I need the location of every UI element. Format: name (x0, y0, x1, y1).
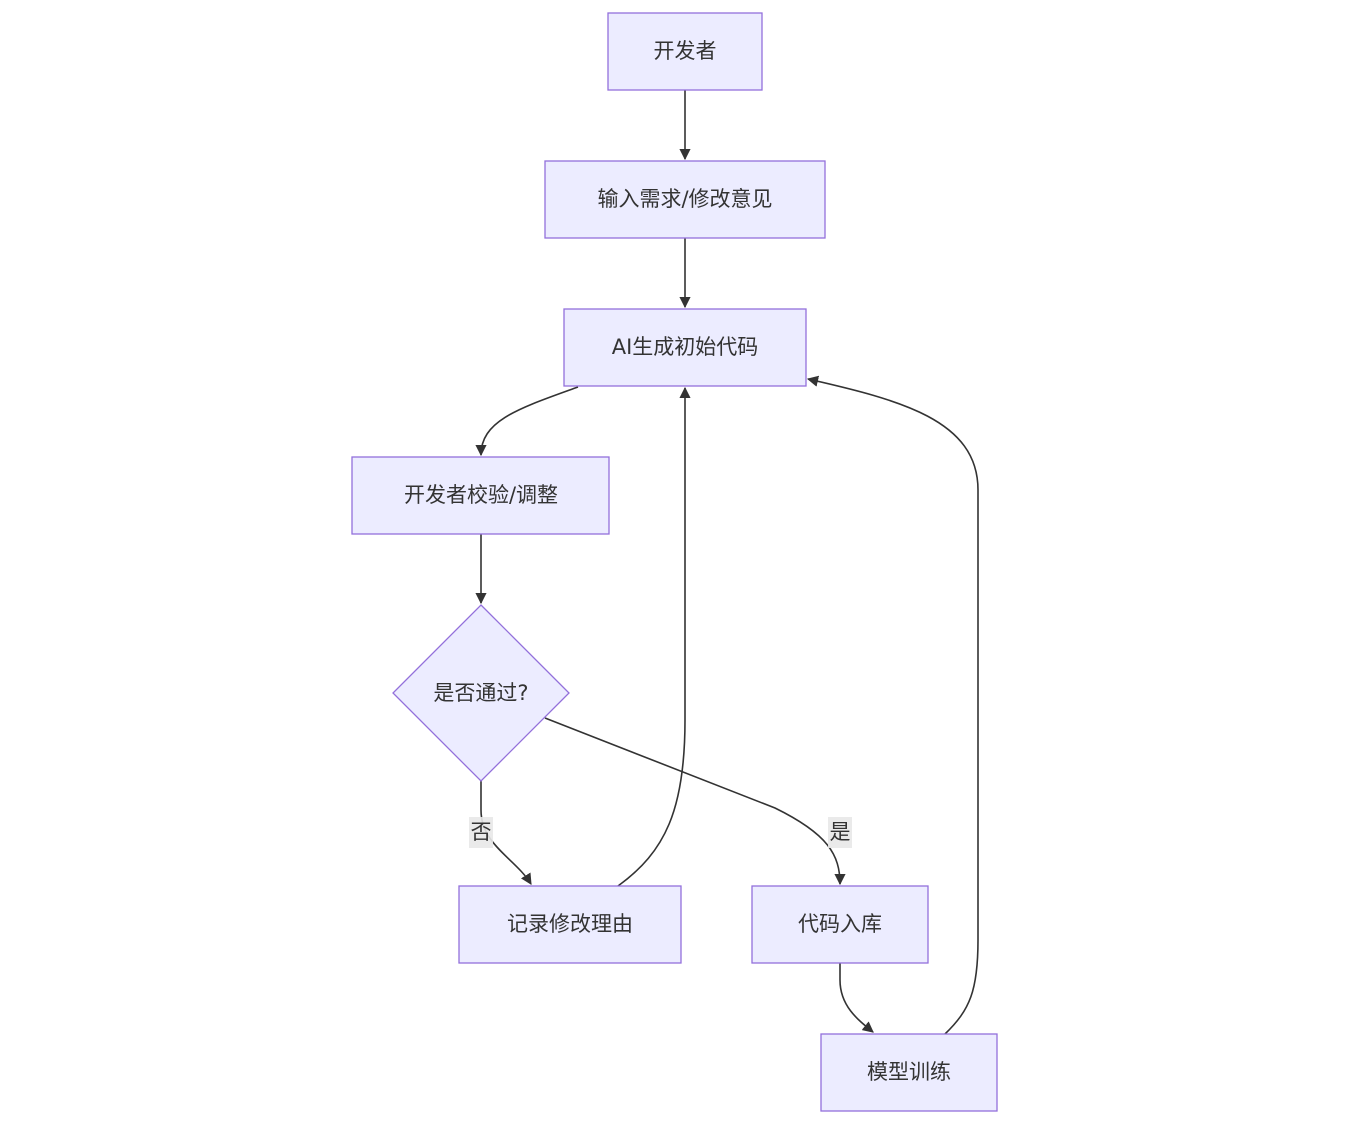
node-input-box (544, 160, 826, 239)
edge-label-no: 否 (469, 817, 493, 848)
edge-label-no-text: 否 (471, 820, 492, 844)
edge-label-yes-text: 是 (830, 820, 851, 844)
node-developer-label: 开发者 (654, 39, 717, 63)
node-record-label: 记录修改理由 (507, 912, 633, 936)
node-ai-generate: AI生成初始代码 (563, 308, 807, 387)
node-review-box (351, 456, 610, 535)
edge-ai-generate-to-review (475, 386, 579, 457)
node-developer: 开发者 (607, 12, 763, 91)
node-train-label: 模型训练 (867, 1060, 951, 1084)
node-ai-generate-label: AI生成初始代码 (612, 335, 759, 359)
node-developer-box (607, 12, 763, 91)
node-commit-box (751, 885, 929, 964)
edge-label-yes-background (828, 817, 852, 848)
node-decision-diamond (392, 604, 570, 782)
node-commit: 代码入库 (751, 885, 929, 964)
node-train: 模型训练 (820, 1033, 998, 1112)
node-record: 记录修改理由 (458, 885, 682, 964)
node-input-label: 输入需求/修改意见 (597, 187, 772, 211)
edge-decision-to-commit-yes (544, 717, 846, 886)
node-ai-generate-box (563, 308, 807, 387)
edge-label-yes: 是 (828, 817, 852, 848)
edge-decision-to-record-no (480, 781, 532, 885)
edge-commit-to-train (839, 963, 874, 1033)
node-record-box (458, 885, 682, 964)
node-decision: 是否通过? (392, 604, 570, 782)
node-train-box (820, 1033, 998, 1112)
edge-label-no-background (469, 817, 493, 848)
node-review-label: 开发者校验/调整 (404, 483, 558, 507)
edges (475, 90, 979, 1035)
node-commit-label: 代码入库 (798, 912, 882, 936)
node-input: 输入需求/修改意见 (544, 160, 826, 239)
node-decision-label: 是否通过? (433, 681, 528, 705)
node-review: 开发者校验/调整 (351, 456, 610, 535)
edge-record-to-ai-generate (617, 386, 691, 887)
edge-train-to-ai-generate (806, 375, 979, 1035)
